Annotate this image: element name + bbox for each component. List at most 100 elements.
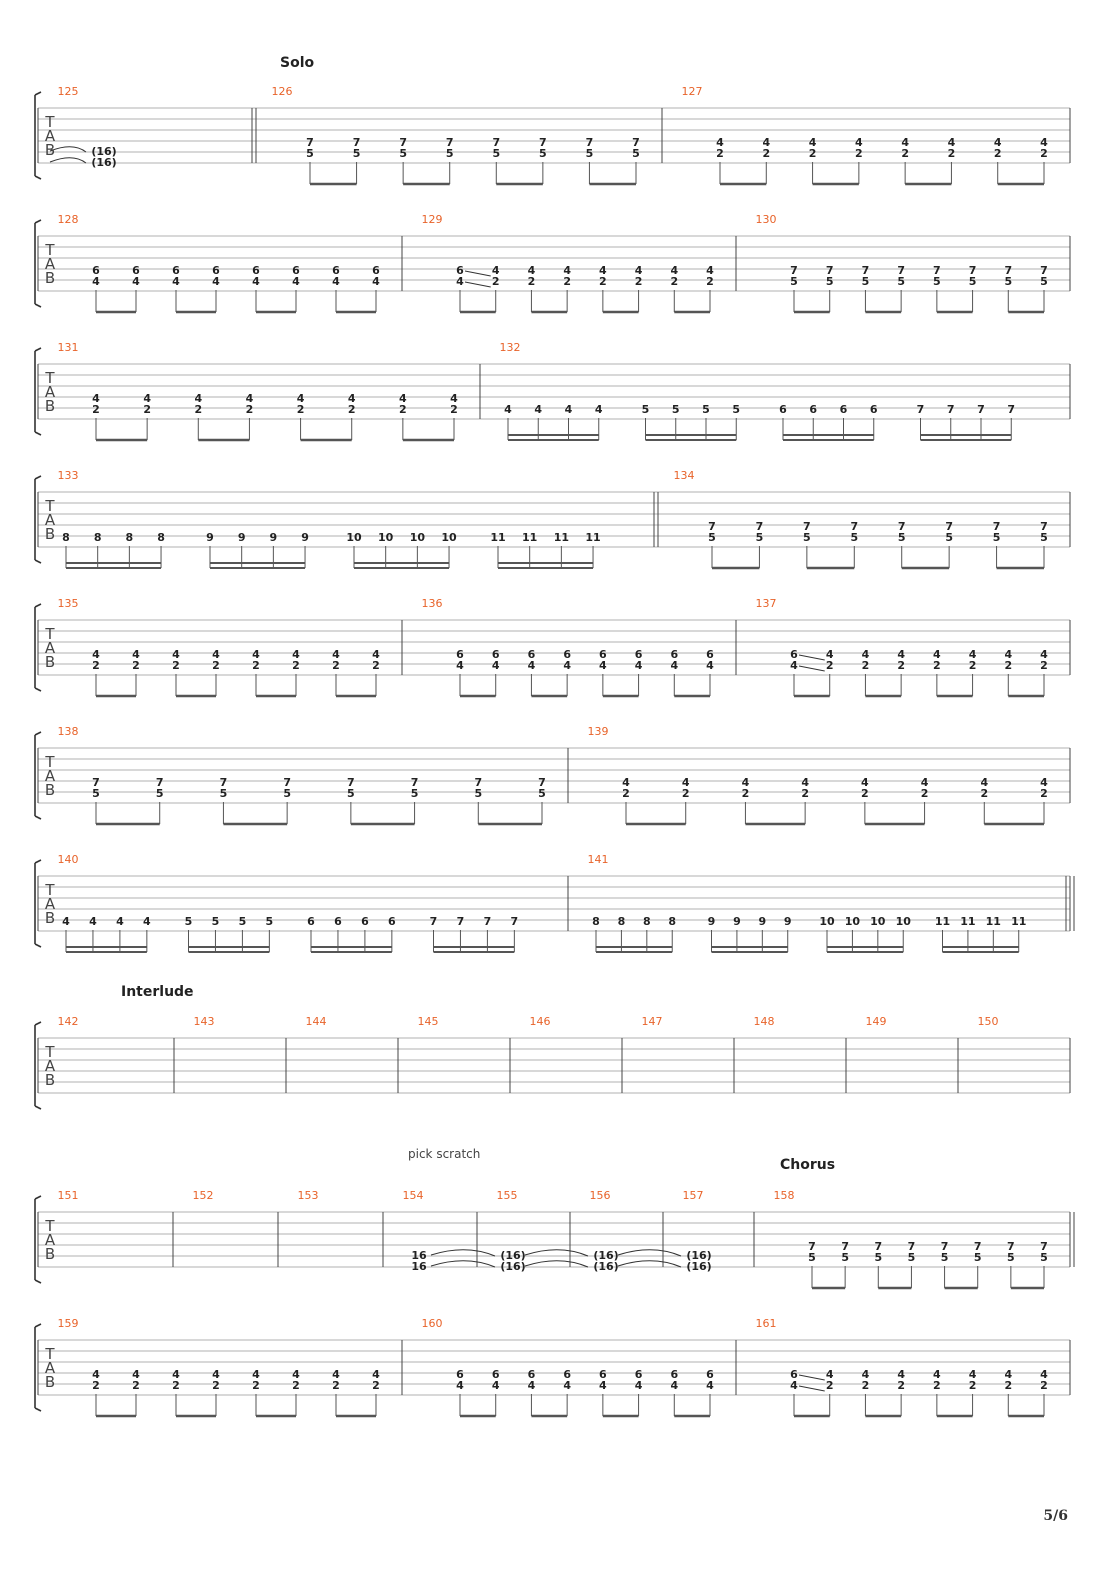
measure-number: 144	[306, 1015, 327, 1028]
fret-number: 4	[933, 648, 941, 661]
fret-number: 2	[292, 659, 300, 672]
fret-number: 4	[742, 776, 750, 789]
fret-number: 7	[1004, 264, 1012, 277]
fret-number: 7	[969, 264, 977, 277]
slide-mark	[798, 665, 825, 672]
fret-number: 6	[334, 915, 342, 928]
fret-number: 7	[220, 776, 228, 789]
fret-number: 4	[595, 403, 603, 416]
fret-number: 2	[372, 1379, 380, 1392]
fret-number: 6	[670, 1368, 678, 1381]
tab-clef-letter: T	[44, 113, 55, 131]
fret-number: (16)	[686, 1260, 711, 1273]
fret-number: 4	[599, 1379, 607, 1392]
measure-number: 158	[774, 1189, 795, 1202]
fret-number: 8	[94, 531, 102, 544]
fret-number: 2	[1004, 1379, 1012, 1392]
fret-number: 4	[599, 659, 607, 672]
fret-number: 5	[411, 787, 419, 800]
fret-number: 7	[756, 520, 764, 533]
fret-number: 4	[563, 1379, 571, 1392]
fret-number: 5	[446, 147, 454, 160]
fret-number: 2	[980, 787, 988, 800]
fret-number: 5	[239, 915, 247, 928]
fret-number: 4	[172, 1368, 180, 1381]
system-bracket	[34, 91, 42, 180]
measure-number: 133	[58, 469, 79, 482]
measure-number: 142	[58, 1015, 79, 1028]
annotation-pick-scratch: pick scratch	[408, 1147, 481, 1161]
fret-number: 4	[292, 648, 300, 661]
tie-arc	[524, 1260, 589, 1268]
fret-number: 7	[974, 1240, 982, 1253]
fret-number: 7	[1007, 1240, 1015, 1253]
fret-number: 4	[212, 1368, 220, 1381]
fret-number: 2	[252, 659, 260, 672]
fret-number: 5	[1040, 1251, 1048, 1264]
fret-number: 4	[1040, 136, 1048, 149]
fret-number: 2	[862, 1379, 870, 1392]
fret-number: 4	[252, 648, 260, 661]
fret-number: 4	[332, 648, 340, 661]
fret-number: 4	[826, 648, 834, 661]
fret-number: 7	[306, 136, 314, 149]
fret-number: 5	[945, 531, 953, 544]
fret-number: 4	[372, 275, 380, 288]
fret-number: 4	[635, 264, 643, 277]
fret-number: 2	[933, 1379, 941, 1392]
tab-clef-letter: A	[45, 767, 56, 785]
fret-number: 4	[969, 648, 977, 661]
fret-number: 2	[297, 403, 305, 416]
tab-clef-letter: A	[45, 127, 56, 145]
fret-number: 4	[348, 392, 356, 405]
fret-number: 5	[185, 915, 193, 928]
fret-number: 4	[132, 648, 140, 661]
fret-number: 7	[850, 520, 858, 533]
fret-number: 7	[492, 136, 500, 149]
fret-number: 4	[528, 264, 536, 277]
fret-number: 7	[283, 776, 291, 789]
fret-number: 4	[172, 275, 180, 288]
fret-number: 5	[756, 531, 764, 544]
fret-number: 4	[528, 659, 536, 672]
measure-number: 126	[272, 85, 293, 98]
fret-number: 7	[511, 915, 519, 928]
measure-number: 150	[978, 1015, 999, 1028]
fret-number: 5	[850, 531, 858, 544]
fret-number: 7	[1007, 403, 1015, 416]
fret-number: 4	[897, 1368, 905, 1381]
fret-number: 7	[898, 520, 906, 533]
fret-number: 7	[933, 264, 941, 277]
fret-number: 4	[372, 648, 380, 661]
system-bracket	[34, 731, 42, 820]
fret-number: 2	[862, 659, 870, 672]
measure-number: 155	[497, 1189, 518, 1202]
fret-number: 4	[565, 403, 573, 416]
fret-number: 2	[1040, 659, 1048, 672]
fret-number: 6	[635, 1368, 643, 1381]
fret-number: 16	[411, 1249, 427, 1262]
fret-number: 5	[220, 787, 228, 800]
fret-number: 2	[332, 659, 340, 672]
fret-number: 7	[1040, 520, 1048, 533]
fret-number: 7	[446, 136, 454, 149]
fret-number: 9	[206, 531, 214, 544]
measure-number: 134	[674, 469, 695, 482]
fret-number: 2	[901, 147, 909, 160]
tab-clef-letter: T	[44, 1345, 55, 1363]
fret-number: 8	[126, 531, 134, 544]
fret-number: 4	[901, 136, 909, 149]
tab-clef-letter: A	[45, 511, 56, 529]
fret-number: 2	[809, 147, 817, 160]
fret-number: 2	[212, 1379, 220, 1392]
fret-number: 7	[941, 1240, 949, 1253]
fret-number: 6	[809, 403, 817, 416]
fret-number: 7	[945, 520, 953, 533]
fret-number: 6	[361, 915, 369, 928]
fret-number: 4	[635, 659, 643, 672]
fret-number: 2	[563, 275, 571, 288]
fret-number: 6	[706, 1368, 714, 1381]
fret-number: 9	[784, 915, 792, 928]
fret-number: 7	[430, 915, 438, 928]
